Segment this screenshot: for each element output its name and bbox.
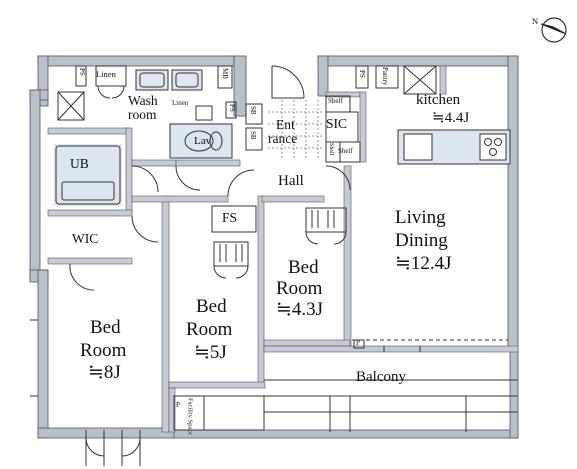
- fs-label: FS: [222, 210, 238, 225]
- ub-label: UB: [70, 156, 89, 171]
- bedroom-2-size: ≒5J: [194, 342, 227, 363]
- bedroom-1-label-2: Room: [80, 340, 127, 361]
- bedroom-2-label-2: Room: [186, 319, 233, 340]
- sic-label: SIC: [326, 116, 348, 131]
- bedroom-2-label-1: Bed: [196, 296, 227, 317]
- ps-left-label: PS: [78, 68, 87, 76]
- living-label-1: Living: [395, 207, 446, 228]
- p-facility-label: P: [176, 401, 180, 409]
- balcony-label: Balcony: [356, 369, 406, 385]
- wic-label: WIC: [72, 231, 99, 246]
- p-living-label: P: [356, 339, 360, 347]
- bedroom-1-size: ≒8J: [88, 362, 121, 383]
- entrance-label-2: rance: [268, 131, 298, 146]
- ps-mid-label: PS: [228, 104, 237, 112]
- facility-space-label: Facility Space: [186, 398, 194, 436]
- shelf-left-label: Shelf: [328, 143, 335, 156]
- linen-top-label: Linen: [96, 69, 116, 79]
- entrance-label-1: Ent: [276, 117, 295, 132]
- living-label-2: Dining: [395, 230, 448, 251]
- sb-label-1: SB: [249, 106, 258, 115]
- shelf-right-label: Shelf: [338, 147, 353, 155]
- compass-icon: [540, 17, 567, 43]
- hall-label: Hall: [278, 173, 304, 189]
- mb-label: MB: [221, 68, 230, 79]
- bedroom-3-label-1: Bed: [288, 257, 319, 278]
- kitchen-size: ≒4.4J: [432, 110, 470, 126]
- sb-label-2: SB: [249, 131, 258, 140]
- compass-label: N: [532, 16, 539, 26]
- bedroom-3-size: ≒4.3J: [276, 299, 324, 320]
- shelf-top-label: Shelf: [328, 97, 343, 105]
- bedroom-1-label-1: Bed: [90, 317, 121, 338]
- linen-wash-label: Linen: [172, 99, 189, 107]
- bedroom-3-label-2: Room: [276, 278, 323, 299]
- wash-room-label-2: room: [128, 107, 157, 122]
- living-size: ≒12.4J: [395, 253, 452, 274]
- kitchen-label: kitchen: [416, 92, 461, 108]
- pantry-label: Pantry: [381, 67, 390, 86]
- lav-label: Lav: [194, 135, 212, 147]
- wash-room-label-1: Wash: [128, 93, 158, 108]
- ps-kitchen-label: PS: [358, 70, 367, 78]
